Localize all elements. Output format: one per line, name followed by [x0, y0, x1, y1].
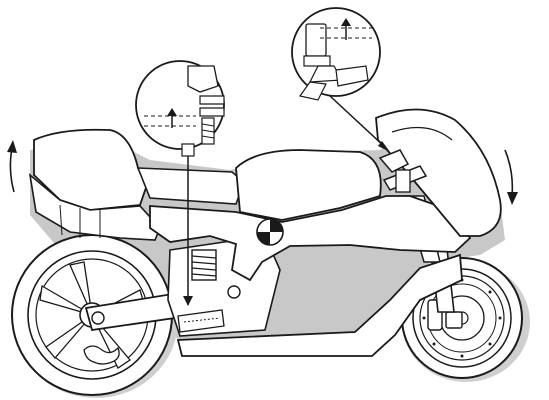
- curved-arrow-down-icon: [504, 149, 518, 205]
- cg-marker-icon: [256, 218, 284, 246]
- front-fork-callout: [291, 7, 390, 152]
- up-arrow-icon: [341, 18, 351, 40]
- up-arrow-icon: [167, 108, 177, 128]
- tail-section: [28, 128, 245, 241]
- rear-shock-spring: [191, 249, 217, 281]
- lower-fairing: [176, 253, 463, 357]
- rear-shock-callout: [135, 60, 225, 306]
- fuel-tank: [235, 149, 382, 221]
- side-fairing: [149, 108, 502, 282]
- curved-arrow-up-icon: [7, 140, 17, 193]
- handlebar-assembly: [378, 149, 428, 193]
